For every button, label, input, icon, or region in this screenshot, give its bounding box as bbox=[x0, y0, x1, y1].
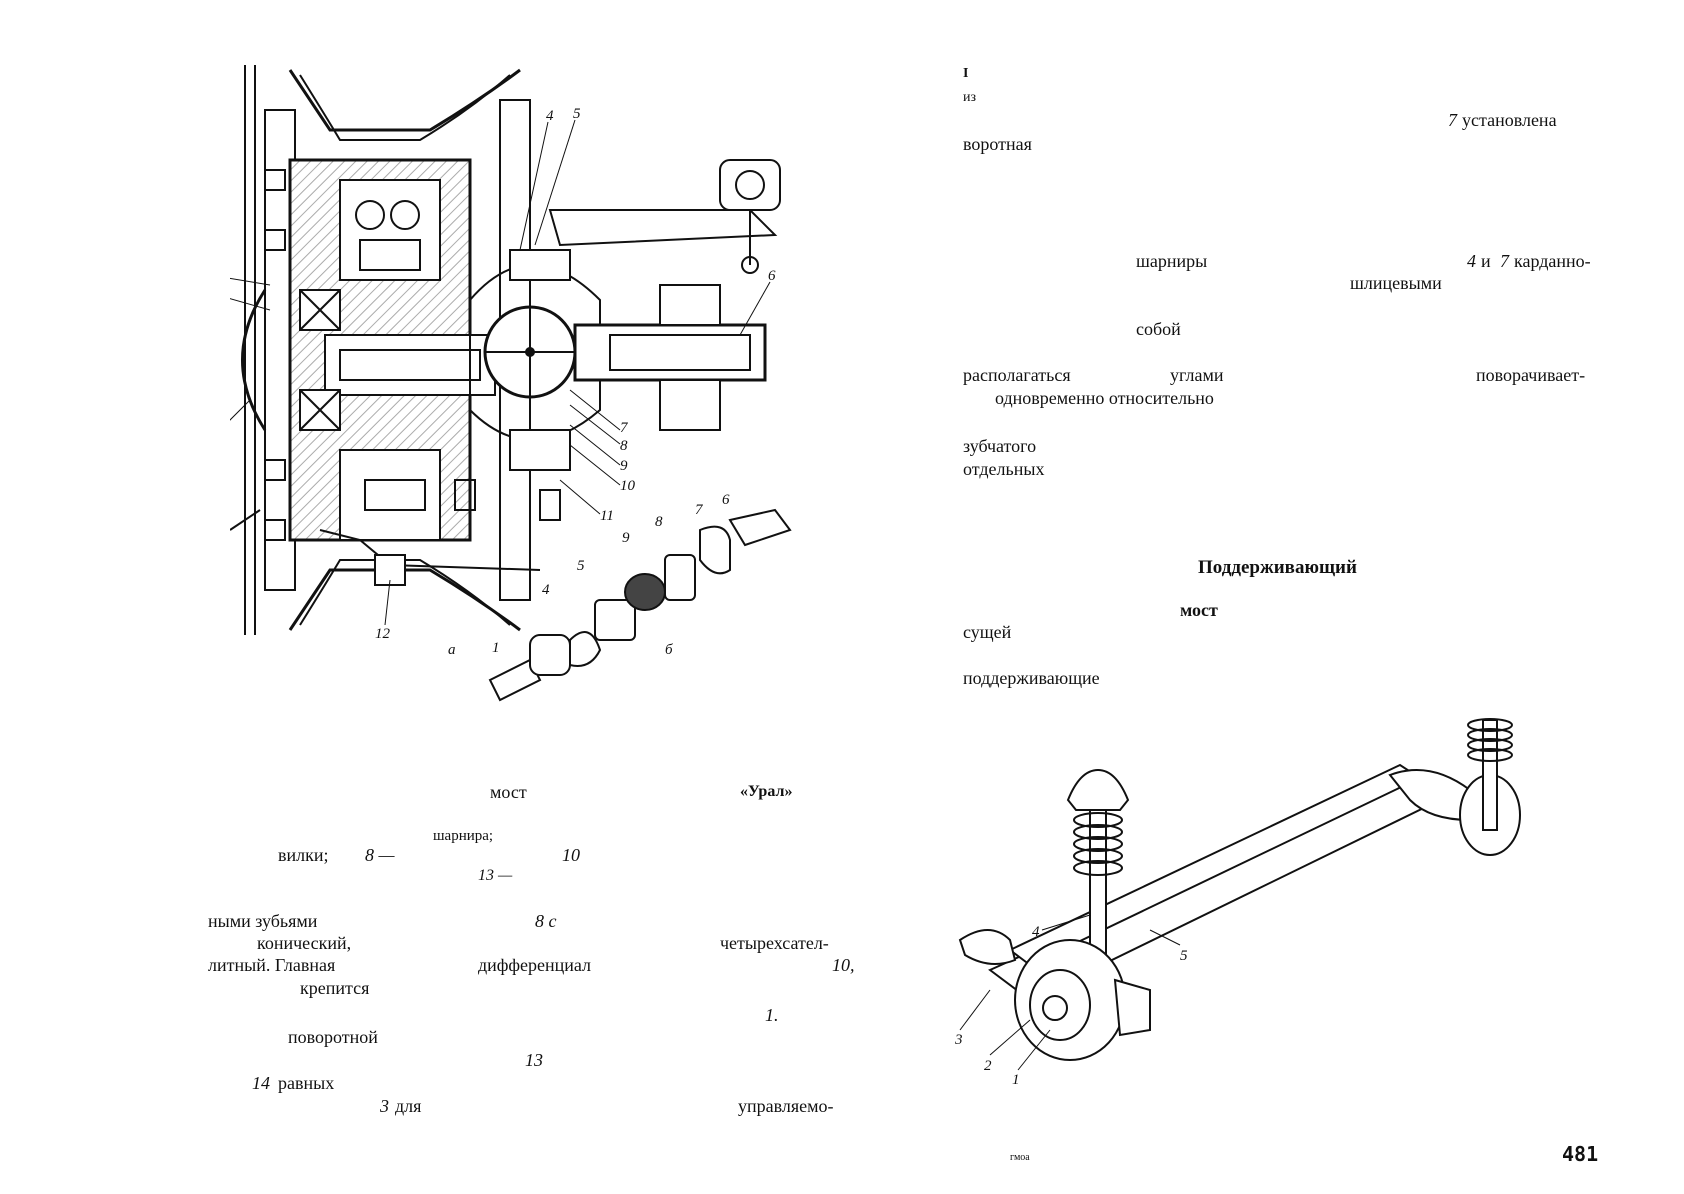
right-r10: отдельных bbox=[963, 459, 1045, 479]
exploded-callout-1: 1 bbox=[492, 640, 500, 656]
body-l3a: литный. Главная bbox=[208, 955, 336, 975]
caption-13: 13 — bbox=[478, 867, 513, 884]
right-r9: зубчатого bbox=[963, 436, 1037, 456]
right-r2a: 7 bbox=[1448, 110, 1457, 130]
callout-7: 7 bbox=[620, 420, 629, 436]
top-mark: I bbox=[963, 66, 969, 81]
rear-callout-2: 2 bbox=[984, 1058, 992, 1074]
callout-9: 9 bbox=[620, 458, 628, 474]
body-l6: поворотной bbox=[288, 1027, 378, 1047]
body-l9a: 3 bbox=[380, 1096, 389, 1116]
right-r4c: и bbox=[1481, 251, 1491, 271]
right-r7b: углами bbox=[1170, 365, 1224, 385]
body-l3b: дифференциал bbox=[478, 955, 592, 975]
body-l4: крепится bbox=[300, 978, 370, 998]
rear-axle-figure: 4 5 3 2 1 bbox=[954, 718, 1521, 1088]
page-number: 481 bbox=[1562, 1142, 1599, 1166]
figure-label-a: а bbox=[448, 642, 456, 658]
body-l9c: управляемо- bbox=[738, 1096, 834, 1116]
callout-10: 10 bbox=[620, 478, 636, 494]
callout-5: 5 bbox=[573, 106, 581, 122]
rear-callout-5: 5 bbox=[1180, 948, 1188, 964]
body-l9b: для bbox=[395, 1096, 422, 1116]
body-l8a: 14 bbox=[252, 1073, 270, 1093]
exploded-callout-8: 8 bbox=[655, 514, 663, 530]
exploded-callout-7: 7 bbox=[695, 502, 704, 518]
front-axle-cutaway-figure: 3 2 1 4 5 6 7 8 9 10 11 12 а б 1 4 5 9 8… bbox=[230, 65, 792, 702]
caption-most: мост bbox=[490, 782, 527, 802]
section-subheading: мост bbox=[1180, 600, 1218, 620]
section-heading: Поддерживающий bbox=[1198, 557, 1357, 578]
right-r7a: располагаться bbox=[963, 365, 1071, 385]
callout-11: 11 bbox=[600, 508, 614, 524]
body-l8b: равных bbox=[278, 1073, 335, 1093]
caption-10: 10 bbox=[562, 845, 580, 865]
right-r7c: поворачивает- bbox=[1476, 365, 1586, 385]
body-l5: 1. bbox=[765, 1005, 779, 1025]
right-r8: одновременно относительно bbox=[995, 388, 1214, 408]
right-r4e: карданно- bbox=[1514, 251, 1591, 271]
rear-callout-4: 4 bbox=[1032, 924, 1040, 940]
body-l3c: 10, bbox=[832, 955, 855, 975]
exploded-callout-6: 6 bbox=[722, 492, 730, 508]
right-r12: поддерживающие bbox=[963, 668, 1100, 688]
body-l2a: конический, bbox=[257, 933, 352, 953]
figure-label-b: б bbox=[665, 642, 673, 658]
body-l1a: ными зубьями bbox=[208, 911, 318, 931]
body-l7: 13 bbox=[525, 1050, 543, 1070]
right-r5: шлицевыми bbox=[1350, 273, 1442, 293]
right-r3: воротная bbox=[963, 134, 1032, 154]
body-l1b: 8 с bbox=[535, 911, 557, 931]
caption-vilki: вилки; bbox=[278, 845, 329, 865]
callout-8: 8 bbox=[620, 438, 628, 454]
callout-12: 12 bbox=[375, 626, 391, 642]
right-r11: сущей bbox=[963, 622, 1012, 642]
exploded-callout-4: 4 bbox=[542, 582, 550, 598]
caption-sharnira: шарнира; bbox=[433, 828, 494, 844]
right-r4a: шарниры bbox=[1136, 251, 1208, 271]
body-l2b: четырехсател- bbox=[720, 933, 829, 953]
caption-8: 8 — bbox=[365, 845, 395, 865]
right-r6: собой bbox=[1136, 319, 1181, 339]
footer-small-text: гмоа bbox=[1010, 1152, 1030, 1163]
callout-6: 6 bbox=[768, 268, 776, 284]
rear-callout-1: 1 bbox=[1012, 1072, 1020, 1088]
exploded-callout-9: 9 bbox=[622, 530, 630, 546]
right-r4d: 7 bbox=[1500, 251, 1509, 271]
exploded-callout-5: 5 bbox=[577, 558, 585, 574]
callout-4: 4 bbox=[546, 108, 554, 124]
right-r1: из bbox=[963, 90, 977, 105]
right-r2b: установлена bbox=[1462, 110, 1557, 130]
right-r4b: 4 bbox=[1467, 251, 1476, 271]
rear-callout-3: 3 bbox=[954, 1032, 963, 1048]
caption-ural: «Урал» bbox=[740, 783, 793, 800]
